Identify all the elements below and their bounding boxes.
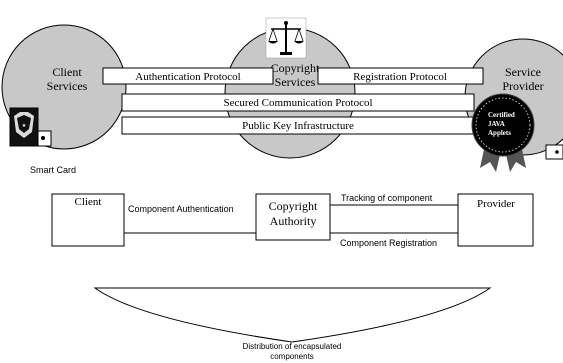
client-services-label-line2: Services [47,79,88,93]
certified-ribbon-icon [471,93,535,172]
service-provider-label-line2: Provider [502,79,543,93]
smart-card-label: Smart Card [30,165,76,175]
scales-of-justice-icon [265,17,307,59]
secured-communication-protocol-bar [121,93,475,112]
provider-box-label: Provider [477,198,515,210]
tracking-of-component-label: Tracking of component [341,193,433,203]
copyright-authority-box [255,193,331,241]
public-key-infrastructure-label: Public Key Infrastructure [242,120,354,132]
copyright-services-label-line2: Services [275,75,316,89]
distribution-label-line2: components [270,352,314,361]
certified-badge-line2: JAVA [488,120,505,128]
distribution-bowl-shape [93,287,492,343]
provider-box [457,193,534,247]
service-provider-label-line1: Service [505,65,541,79]
client-box [51,193,125,247]
copyright-authority-label-line1: Copyright [269,199,318,213]
plug-icon [545,144,563,160]
authentication-protocol-bar [102,67,274,85]
certified-badge-line3: Applets [488,129,511,137]
client-box-label: Client [75,196,102,208]
svg-text:★: ★ [22,123,27,129]
component-authentication-label: Component Authentication [128,204,234,214]
distribution-label-line1: Distribution of encapsulated [243,342,342,351]
registration-protocol-bar [317,67,484,85]
copyright-authority-label-line2: Authority [270,214,317,228]
certified-badge-line1: Certified [488,111,515,119]
authentication-protocol-label: Authentication Protocol [135,71,240,83]
component-registration-label: Component Registration [340,238,437,248]
client-services-label-line1: Client [52,65,82,79]
copyright-services-label-line1: Copyright [271,61,320,75]
secured-communication-protocol-label: Secured Communication Protocol [223,97,372,109]
registration-protocol-label: Registration Protocol [353,71,447,83]
smart-card-icon: ★ [9,107,52,147]
